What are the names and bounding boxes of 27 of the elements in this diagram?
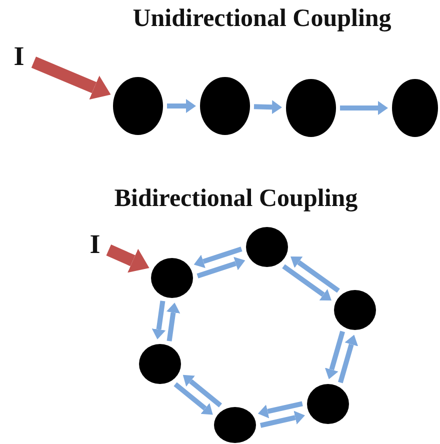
arrow <box>166 302 180 342</box>
arrow <box>254 100 282 114</box>
arrow <box>182 374 222 408</box>
arrow <box>167 99 196 113</box>
oscillator-circle <box>334 290 376 330</box>
oscillator-circle <box>246 227 288 267</box>
oscillator-circle <box>307 384 349 424</box>
heading: Bidirectional Coupling <box>114 185 358 213</box>
arrow <box>340 101 388 115</box>
arrow <box>196 256 246 278</box>
input-label: I <box>8 40 30 72</box>
arrow <box>106 244 150 273</box>
arrow <box>324 330 345 380</box>
arrow <box>258 401 303 418</box>
oscillator-circle <box>151 258 193 298</box>
arrow <box>282 264 332 301</box>
arrow <box>338 334 358 384</box>
arrow <box>260 410 305 428</box>
arrow <box>194 246 242 268</box>
arrow <box>290 256 340 293</box>
arrow <box>174 382 213 415</box>
heading: Unidirectional Coupling <box>132 5 392 33</box>
arrow <box>152 300 166 340</box>
input-label: I <box>85 228 105 260</box>
arrow <box>31 56 111 100</box>
oscillator-circle <box>139 344 181 384</box>
oscillator-circle <box>214 407 256 443</box>
